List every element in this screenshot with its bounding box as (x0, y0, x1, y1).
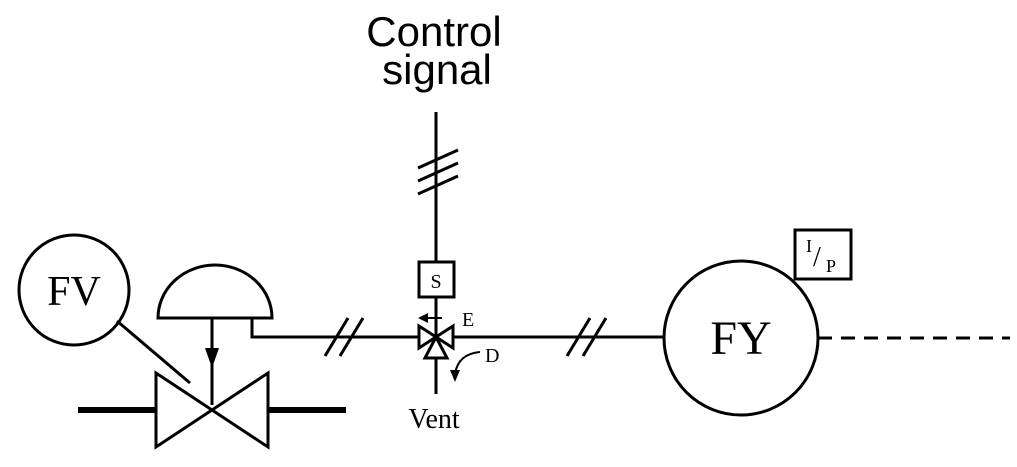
port-d-label: D (485, 345, 499, 367)
diaphragm-actuator (156, 263, 274, 320)
solenoid-label: S (430, 271, 441, 293)
fv-instrument-bubble (17, 233, 131, 347)
port-e-arrow (418, 313, 442, 323)
port-d-arrow (450, 351, 481, 382)
fv-tag-label: FV (47, 269, 101, 315)
actuator-stem-arrowhead (205, 348, 219, 368)
electrical-signal-hash (417, 148, 459, 196)
fv-leader-line (116, 319, 191, 385)
pneumatic-hash-left (323, 317, 365, 357)
control-signal-label-line1: Control (366, 8, 501, 55)
actuator-pneumatic-line (250, 318, 419, 339)
vent-label: Vent (408, 404, 460, 435)
ip-slash: / (813, 242, 821, 273)
control-signal-label-line2: signal (382, 46, 492, 93)
fy-tag-label: FY (710, 312, 771, 365)
ip-denominator: P (826, 256, 836, 276)
ip-numerator: I (806, 236, 812, 256)
port-e-label: E (462, 309, 474, 331)
pneumatic-hash-right (565, 317, 608, 357)
ip-converter-box (793, 228, 853, 281)
